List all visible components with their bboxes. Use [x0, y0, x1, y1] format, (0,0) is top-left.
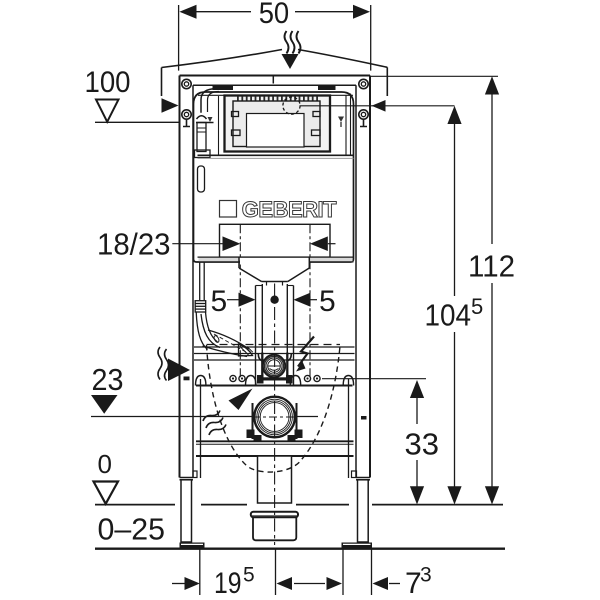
svg-text:5: 5	[243, 564, 255, 587]
svg-text:5: 5	[471, 294, 483, 319]
svg-text:0: 0	[98, 449, 112, 479]
svg-text:112: 112	[468, 249, 515, 284]
svg-text:3: 3	[420, 564, 432, 587]
svg-text:100: 100	[85, 66, 131, 99]
svg-text:104: 104	[425, 298, 472, 333]
svg-text:19: 19	[214, 567, 242, 600]
svg-text:23: 23	[92, 362, 124, 397]
svg-text:18/23: 18/23	[97, 228, 171, 262]
svg-text:7: 7	[405, 567, 422, 600]
svg-text:5: 5	[211, 285, 228, 318]
svg-text:0–25: 0–25	[98, 512, 166, 547]
svg-text:50: 50	[259, 0, 290, 30]
svg-text:33: 33	[405, 427, 440, 462]
svg-text:GEBERIT: GEBERIT	[242, 197, 337, 222]
svg-text:5: 5	[319, 285, 336, 318]
